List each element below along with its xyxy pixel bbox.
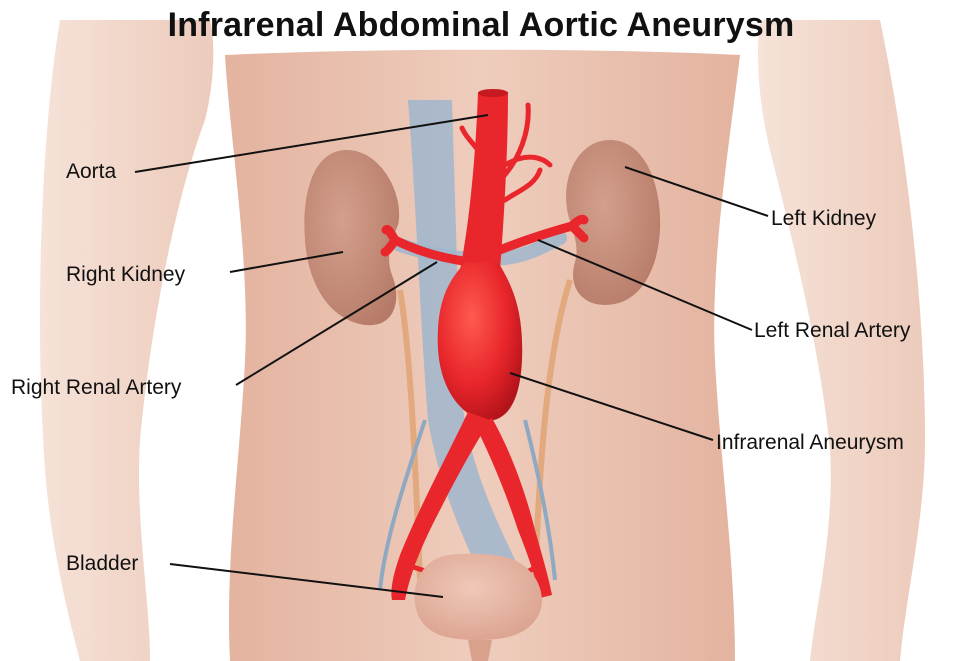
label-left-kidney: Left Kidney: [771, 208, 876, 229]
aorta-opening: [478, 89, 508, 97]
label-left-renal-artery: Left Renal Artery: [754, 320, 910, 341]
label-right-renal-artery: Right Renal Artery: [11, 377, 181, 398]
urethra: [468, 640, 492, 661]
label-bladder: Bladder: [66, 553, 138, 574]
label-aorta: Aorta: [66, 161, 116, 182]
diagram-title: Infrarenal Abdominal Aortic Aneurysm: [0, 6, 962, 45]
label-infrarenal-aneurysm: Infrarenal Aneurysm: [716, 432, 904, 453]
label-right-kidney: Right Kidney: [66, 264, 185, 285]
